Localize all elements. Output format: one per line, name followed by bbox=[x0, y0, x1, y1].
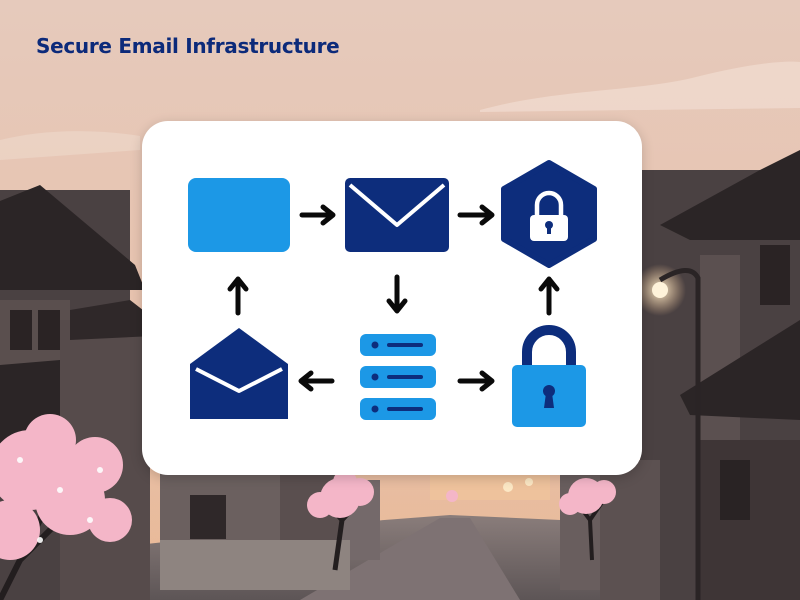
arrow-up-icon bbox=[227, 276, 249, 316]
page-title: Secure Email Infrastructure bbox=[36, 34, 340, 58]
server-stack-icon bbox=[360, 334, 436, 420]
arrow-up-icon bbox=[538, 276, 560, 316]
padlock-icon bbox=[512, 325, 586, 427]
arrow-down-icon bbox=[386, 274, 408, 314]
arrow-right-icon bbox=[299, 204, 336, 226]
arrow-right-icon bbox=[457, 370, 495, 392]
cherry-blossom-trees bbox=[0, 414, 616, 600]
right-buildings bbox=[560, 150, 800, 600]
diagram-card bbox=[142, 121, 642, 475]
open-envelope-icon bbox=[190, 328, 288, 419]
arrow-right-icon bbox=[457, 204, 495, 226]
hexagon-lock-icon bbox=[501, 160, 597, 268]
arrow-left-icon bbox=[298, 370, 335, 392]
street-lamp bbox=[503, 264, 701, 600]
closed-envelope-icon bbox=[345, 178, 449, 252]
blue-rectangle-icon bbox=[188, 178, 290, 252]
email-flow-diagram bbox=[188, 160, 597, 427]
